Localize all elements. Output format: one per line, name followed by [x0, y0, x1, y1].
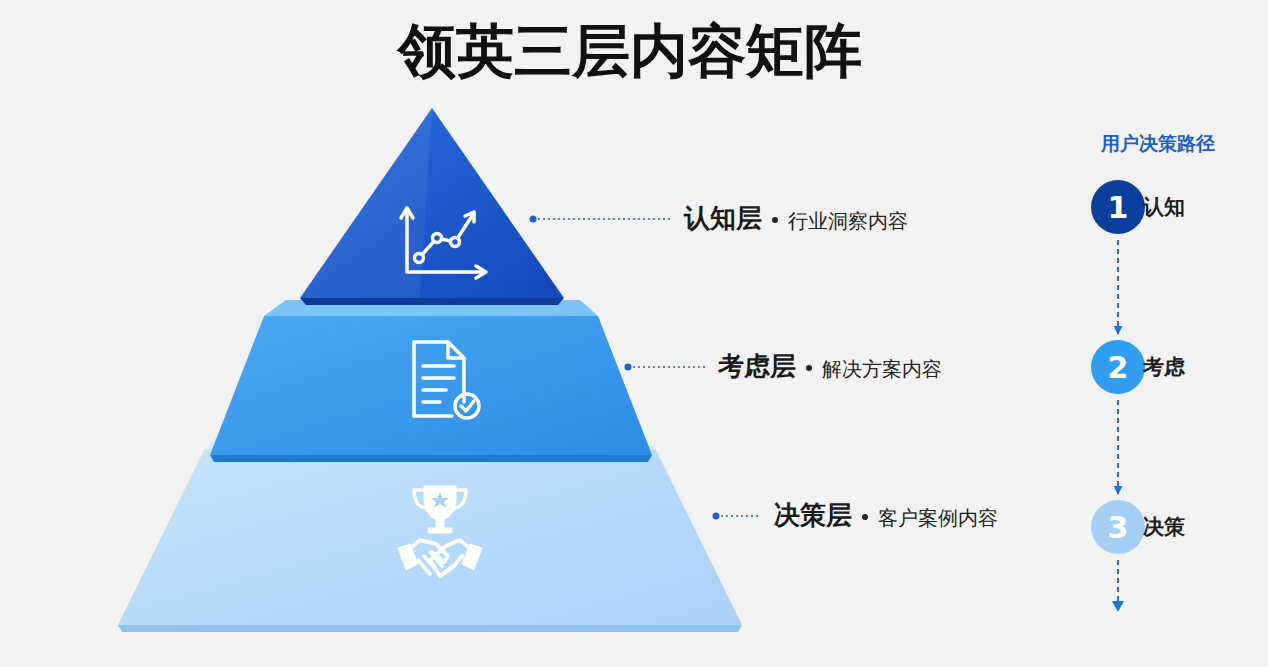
pyramid-layer [118, 450, 742, 625]
step-number: 2 [1108, 350, 1129, 385]
layer-description: 行业洞察内容 [788, 209, 908, 233]
layer-description: 客户案例内容 [878, 506, 998, 530]
step-circle: 1 [1091, 180, 1145, 234]
layer-name: 决策层 [774, 500, 852, 531]
layer-name: 考虑层 [718, 351, 796, 382]
trophy-handshake-icon [398, 486, 482, 576]
chart-icon [401, 208, 486, 278]
pyramid-facet [300, 108, 432, 298]
step-label: 认知 [1143, 193, 1185, 221]
path-continuation-arrow [1112, 560, 1124, 612]
separator-dot [772, 217, 778, 223]
leader-dot [530, 216, 720, 520]
step-circle: 2 [1091, 340, 1145, 394]
layer-description: 解决方案内容 [822, 357, 942, 381]
layer-name: 认知层 [684, 203, 762, 234]
pyramid-edge [118, 625, 742, 632]
pyramid-layer [210, 316, 652, 455]
pyramid-edge [300, 298, 564, 305]
pyramid-layer [300, 108, 564, 298]
step-number: 3 [1108, 510, 1129, 545]
pyramid-edge [210, 455, 652, 462]
step-node: 2考虑 [1091, 340, 1145, 394]
path-heading: 用户决策路径 [1101, 132, 1215, 155]
separator-dot [862, 514, 868, 520]
step-node: 3决策 [1091, 500, 1145, 554]
step-label: 决策 [1143, 513, 1185, 541]
step-number: 1 [1108, 190, 1129, 225]
step-node: 1认知 [1091, 180, 1145, 234]
title: 领英三层内容矩阵 [398, 17, 862, 87]
document-icon [414, 342, 479, 418]
path-arrow [1117, 240, 1119, 334]
separator-dot [806, 365, 812, 371]
step-circle: 3 [1091, 500, 1145, 554]
path-arrow [1117, 400, 1119, 494]
step-label: 考虑 [1143, 353, 1185, 381]
